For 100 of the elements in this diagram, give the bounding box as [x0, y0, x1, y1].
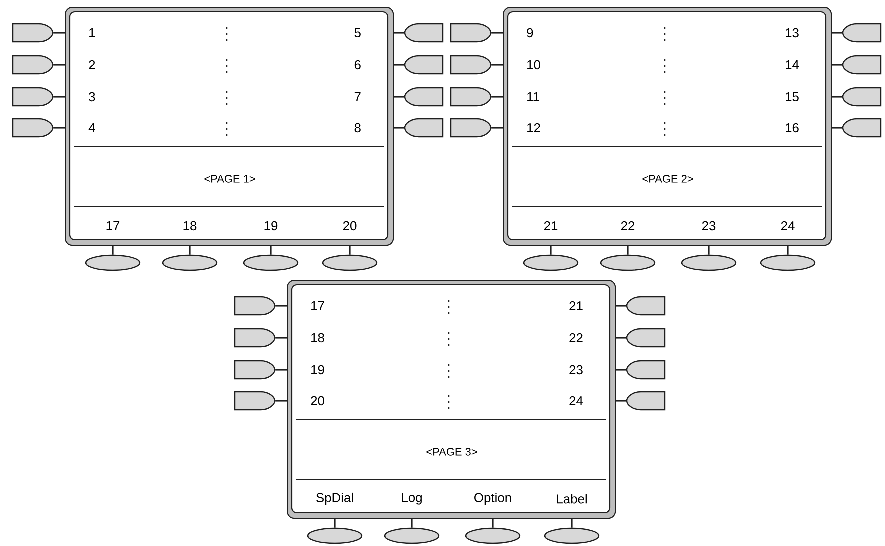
line-key-button: [12, 87, 54, 107]
connector-stub: [276, 369, 287, 371]
softkey-label: 20: [343, 221, 357, 231]
connector-stub: [832, 32, 842, 34]
key-label: 21: [570, 301, 583, 311]
line-key-button: [234, 328, 276, 348]
key-label: 10: [528, 60, 540, 70]
key-label: 22: [570, 333, 583, 343]
connector-stub: [54, 64, 65, 66]
key-label: 6: [354, 60, 361, 70]
softkey-button: [384, 528, 440, 544]
line-key-button: [842, 87, 882, 107]
line-key-button: [450, 55, 492, 75]
connector-stub: [571, 519, 573, 528]
line-key-button: [626, 296, 666, 316]
connector-stub: [54, 96, 65, 98]
connector-stub: [616, 369, 626, 371]
softkey-label: 24: [781, 221, 795, 231]
connector-stub: [492, 96, 503, 98]
line-key-button: [12, 23, 54, 43]
key-label: 13: [786, 28, 799, 38]
key-label: 2: [89, 60, 96, 70]
connector-stub: [550, 246, 552, 255]
key-label: 16: [786, 123, 799, 133]
line-key-button: [234, 360, 276, 380]
connector-stub: [394, 64, 404, 66]
line-key-button: [234, 391, 276, 411]
line-key-button: [626, 328, 666, 348]
softkey-button: [523, 254, 579, 272]
softkey-button: [544, 528, 600, 544]
connector-stub: [276, 400, 287, 402]
softkey-button: [85, 254, 141, 272]
key-label: 20: [311, 396, 324, 406]
softkey-button: [162, 254, 218, 272]
connector-stub: [270, 246, 272, 255]
line-key-button: [842, 55, 882, 75]
key-label: 23: [570, 365, 583, 375]
line-key-button: [626, 391, 666, 411]
softkey-label: 18: [184, 221, 197, 231]
softkey-button: [600, 254, 656, 272]
softkey-button: [465, 528, 521, 544]
connector-stub: [616, 400, 626, 402]
connector-stub: [334, 519, 336, 528]
page-label: <PAGE 3>: [426, 448, 478, 456]
connector-stub: [276, 305, 287, 307]
softkey-label: 21: [544, 221, 558, 231]
connector-stub: [349, 246, 351, 255]
softkey-button: [243, 254, 299, 272]
connector-stub: [832, 64, 842, 66]
softkey-button: [307, 528, 363, 544]
softkey-button: [681, 254, 737, 272]
line-key-button: [234, 296, 276, 316]
connector-stub: [54, 32, 65, 34]
key-label: 4: [88, 124, 96, 132]
softkey-label: Log: [402, 493, 422, 505]
line-key-button: [450, 118, 492, 138]
key-label: 5: [354, 28, 361, 38]
line-key-button: [450, 23, 492, 43]
line-key-button: [404, 55, 444, 75]
key-label: 24: [570, 396, 584, 406]
key-label: 1: [90, 28, 96, 38]
line-key-button: [626, 360, 666, 380]
key-label: 3: [89, 92, 96, 102]
line-key-button: [450, 87, 492, 107]
connector-stub: [787, 246, 789, 255]
connector-stub: [411, 519, 413, 528]
line-key-button: [12, 55, 54, 75]
key-label: 9: [527, 28, 534, 38]
connector-stub: [276, 337, 287, 339]
connector-stub: [54, 127, 65, 129]
connector-stub: [492, 64, 503, 66]
softkey-label: 22: [621, 221, 635, 231]
line-key-button: [842, 118, 882, 138]
connector-stub: [832, 96, 842, 98]
key-label: 11: [528, 92, 540, 102]
key-label: 18: [312, 333, 324, 343]
softkey-label: Option: [474, 492, 512, 506]
connector-stub: [394, 127, 404, 129]
key-label: 7: [354, 92, 361, 102]
connector-stub: [616, 305, 626, 307]
key-label: 12: [528, 123, 540, 133]
connector-stub: [832, 127, 842, 129]
key-label: 14: [786, 60, 800, 70]
softkey-label: 23: [702, 221, 716, 231]
page-label: <PAGE 2>: [642, 175, 694, 183]
key-label: 8: [354, 123, 361, 133]
connector-stub: [394, 96, 404, 98]
connector-stub: [627, 246, 629, 255]
connector-stub: [394, 32, 404, 34]
page-label: <PAGE 1>: [204, 175, 256, 183]
connector-stub: [189, 246, 191, 255]
connector-stub: [492, 519, 494, 528]
connector-stub: [616, 337, 626, 339]
line-key-button: [404, 118, 444, 138]
softkey-button: [760, 254, 816, 272]
softkey-label: SpDial: [316, 492, 354, 506]
connector-stub: [492, 127, 503, 129]
key-label: 17: [312, 302, 324, 310]
key-label: 15: [786, 92, 799, 102]
softkey-label: Label: [557, 494, 587, 504]
